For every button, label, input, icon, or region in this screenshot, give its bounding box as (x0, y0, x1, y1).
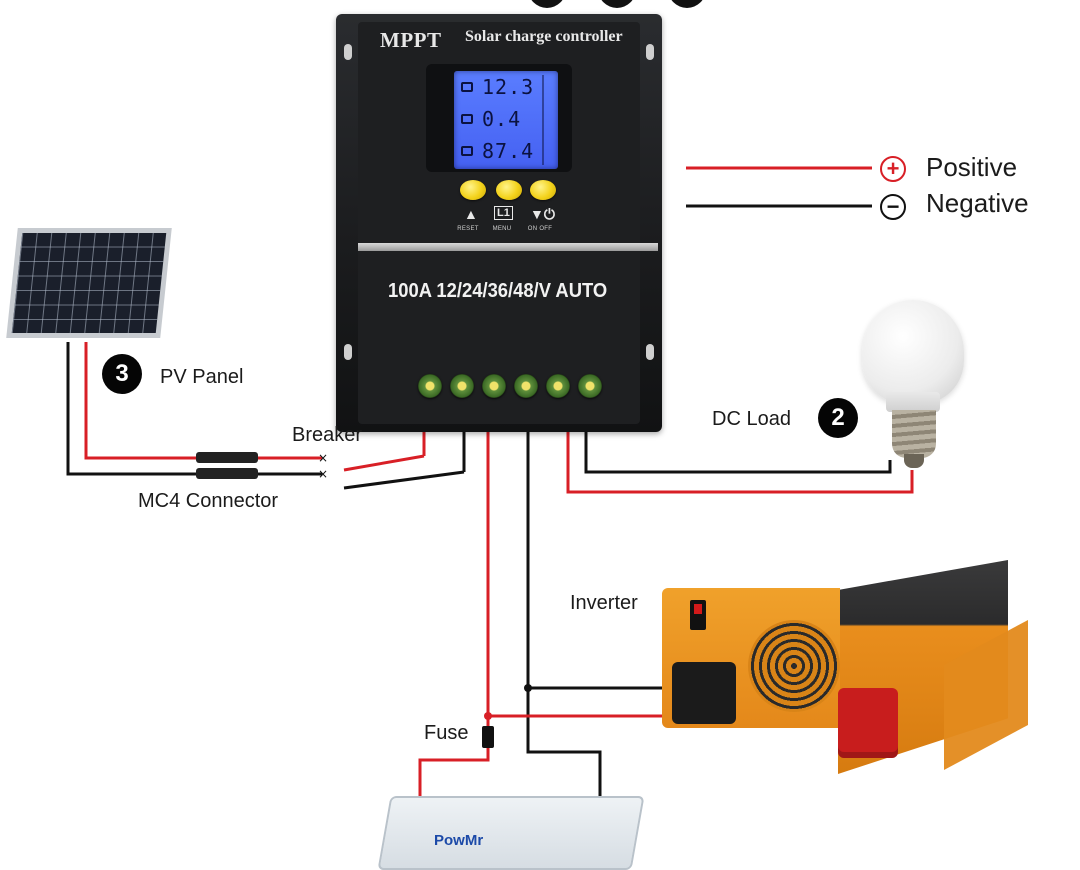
lcd-divider (542, 75, 544, 165)
down-power-icon: ▼⏻ (530, 206, 555, 222)
reset-caption: RESET (457, 226, 479, 232)
load-negative-wire (584, 432, 892, 474)
controller-subtitle: Solar charge controller (465, 28, 623, 45)
inverter-positive-terminal (838, 688, 898, 758)
pv-panel-label: PV Panel (160, 366, 244, 388)
menu-button[interactable] (496, 180, 522, 200)
top-circle-icon (528, 0, 566, 8)
fan-grill-icon (748, 620, 840, 712)
load-positive-wire (566, 432, 914, 494)
lcd-voltage: 12.3 (482, 75, 535, 99)
battery-negative-wire (526, 432, 602, 800)
top-circle-icon (598, 0, 636, 8)
mount-hole-icon (646, 344, 654, 360)
current-icon (461, 114, 473, 124)
controller-stripe (358, 243, 658, 251)
up-arrow-icon: ▲ (464, 206, 478, 222)
breaker-black-lead (343, 470, 465, 490)
voltage-icon (461, 82, 473, 92)
reset-button[interactable] (460, 180, 486, 200)
fuse-label: Fuse (424, 722, 469, 744)
pv-panel-number: 3 (102, 354, 142, 394)
mount-hole-icon (344, 344, 352, 360)
terminal-screw-icon (514, 374, 538, 398)
bulb-tip (904, 454, 924, 468)
lcd-current: 0.4 (482, 107, 522, 131)
breaker-red-lead (343, 454, 425, 472)
controller-rating: 100A 12/24/36/48/V AUTO (388, 280, 608, 302)
bulb-base (892, 410, 936, 458)
svg-text:×: × (318, 451, 328, 465)
plus-icon: + (880, 156, 906, 182)
svg-text:×: × (318, 467, 328, 481)
minus-icon: − (880, 194, 906, 220)
breaker-label: Breaker (292, 424, 363, 446)
mount-hole-icon (344, 44, 352, 60)
solar-panel (6, 228, 172, 338)
terminal-screw-icon (546, 374, 570, 398)
terminal-screw-icon (450, 374, 474, 398)
menu-icon: L1 (494, 206, 513, 220)
terminal-screw-icon (418, 374, 442, 398)
inverter-negative-terminal (672, 662, 736, 724)
top-circle-icon (668, 0, 706, 8)
wiring-lines: × × (66, 166, 914, 800)
solar-cells (11, 233, 167, 333)
charge-controller: MPPT Solar charge controller 12.3 0.4 87… (336, 14, 662, 432)
power-switch-icon (690, 600, 706, 630)
inverter-label: Inverter (570, 592, 638, 614)
mc4-black-connector (196, 468, 258, 479)
terminal-screw-icon (482, 374, 506, 398)
lcd-percent: 87.4 (482, 139, 535, 163)
dc-load-label: DC Load (712, 408, 791, 430)
on-off-button[interactable] (530, 180, 556, 200)
fuse-icon (482, 726, 494, 748)
negative-label: Negative (926, 188, 1029, 218)
mc4-red-connector (196, 452, 258, 463)
dc-load-number: 2 (818, 398, 858, 438)
battery-positive-lower (418, 748, 490, 800)
controller-brand: MPPT (380, 28, 442, 52)
battery (377, 796, 645, 870)
lcd-display: 12.3 0.4 87.4 (454, 71, 558, 169)
light-bulb-icon (862, 300, 964, 404)
bulb-neck (886, 392, 940, 412)
battery-brand: PowMr (434, 832, 484, 849)
on-off-caption: ON OFF (527, 226, 553, 232)
positive-label: Positive (926, 152, 1018, 182)
menu-caption: MENU (492, 226, 512, 232)
wiring-diagram: × × MPPT Solar charge controller 12.3 0.… (6, 0, 1029, 870)
mc4-label: MC4 Connector (138, 490, 279, 512)
terminal-screw-icon (578, 374, 602, 398)
battery-level-icon (461, 146, 473, 156)
mount-hole-icon (646, 44, 654, 60)
